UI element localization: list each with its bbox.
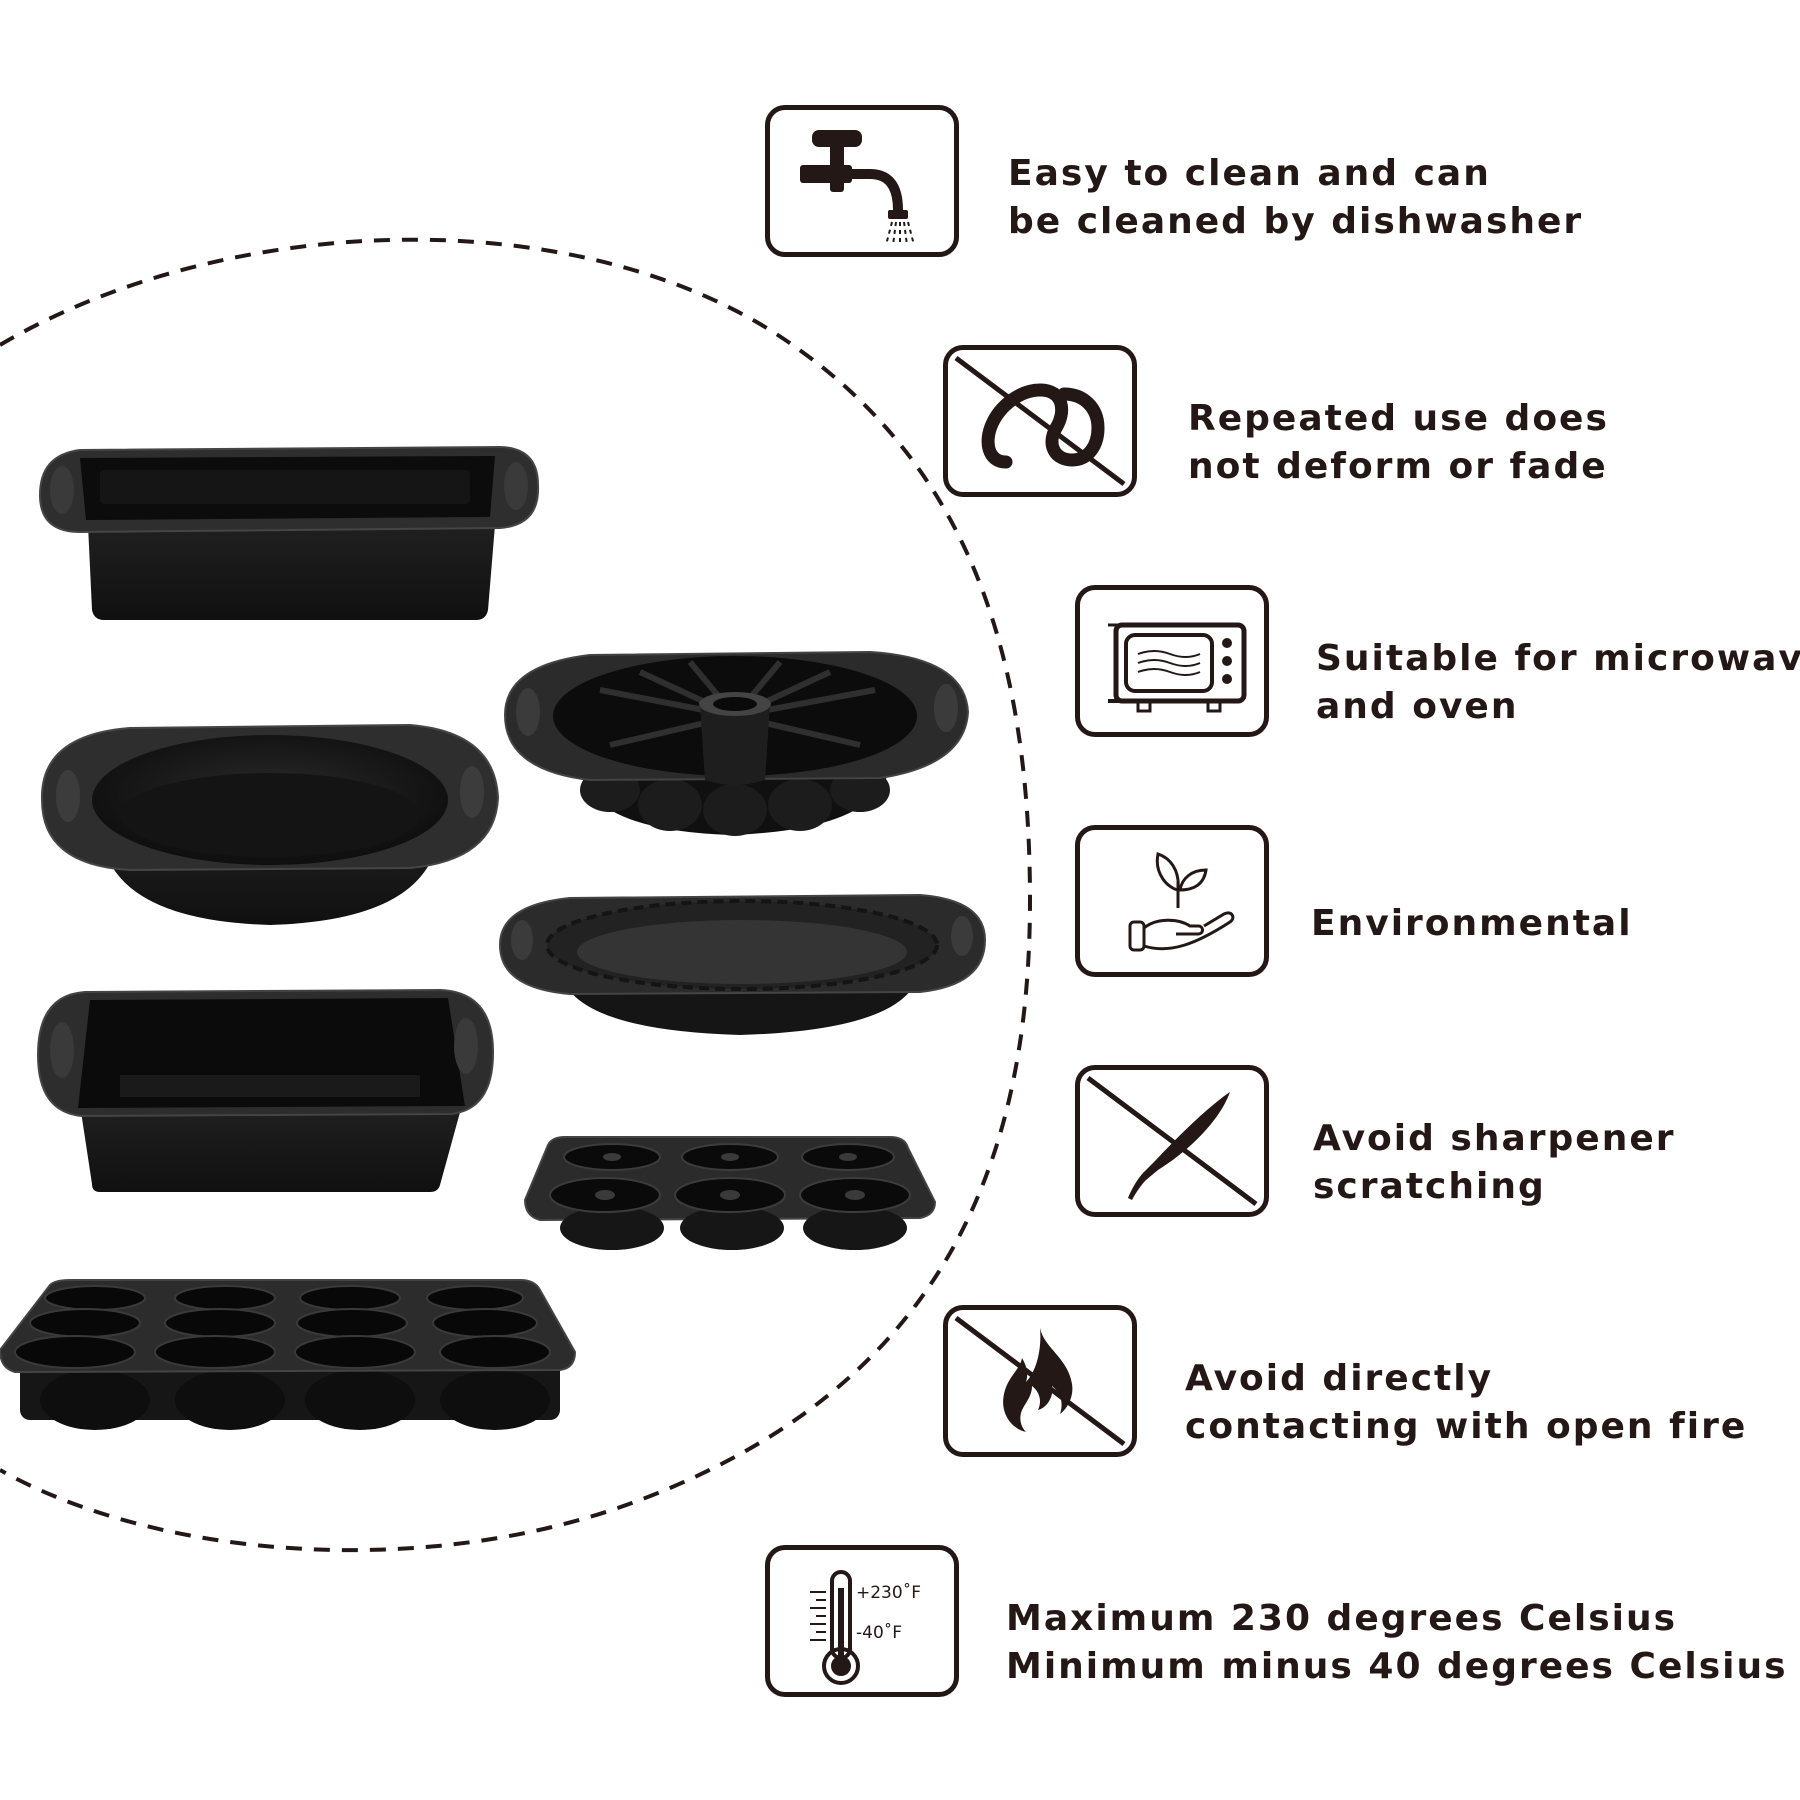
feature-text-line: and oven [1316,686,1519,727]
square-cake-pan [36,988,495,1192]
hand-plant-icon [1075,825,1269,977]
crossed-knife-icon [1075,1065,1269,1217]
tart-pan [498,893,987,1035]
feature-text-line: scratching [1313,1166,1546,1207]
feature-text-line: Avoid directly [1185,1358,1494,1399]
microwave-icon [1075,585,1269,737]
dashed-arc [0,237,1033,1553]
feature-text-line: Minimum minus 40 degrees Celsius [1006,1646,1788,1687]
min-temp-label: -40˚F [856,1622,902,1643]
crossed-fire-icon [943,1305,1137,1457]
max-temp-label: +230˚F [856,1582,921,1603]
donut-pan-6 [523,1136,937,1250]
faucet-icon [765,105,959,257]
feature-text-line: Easy to clean and can [1008,153,1491,194]
crossed-deform-icon [943,345,1137,497]
thermometer-icon: +230˚F -40˚F [765,1545,959,1697]
feature-text-line: contacting with open fire [1185,1406,1748,1447]
feature-text-line: Repeated use does [1188,398,1609,439]
muffin-pan-12 [0,1279,577,1430]
feature-text-line: be cleaned by dishwasher [1008,201,1584,242]
feature-text-line: Suitable for microwave [1316,638,1800,679]
round-cake-pan [40,723,500,925]
feature-text-line: Maximum 230 degrees Celsius [1006,1598,1678,1639]
bundt-pan [503,650,970,836]
feature-text-line: not deform or fade [1188,446,1608,487]
feature-text-line: Environmental [1311,903,1633,944]
loaf-pan [38,445,540,620]
feature-text-line: Avoid sharpener [1313,1118,1676,1159]
